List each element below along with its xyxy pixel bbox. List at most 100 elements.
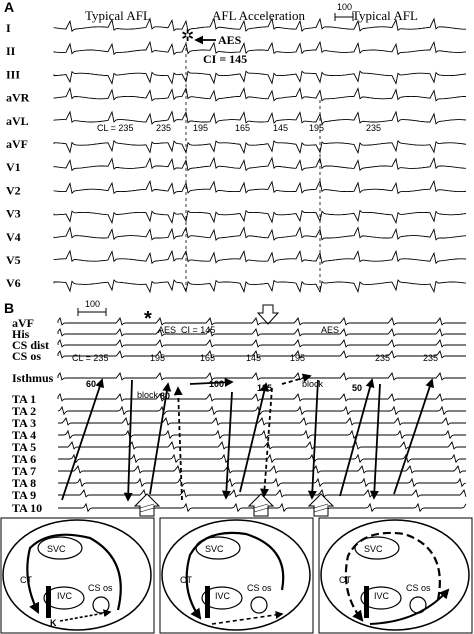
- cs-os-label-3: CS os: [406, 583, 431, 593]
- conduction-arrow-1: [123, 379, 133, 502]
- cl-a-4: 145: [273, 123, 288, 133]
- crista-bar-3: [364, 586, 369, 618]
- cl-b-5: 235: [375, 353, 390, 363]
- cl-a-2: 195: [193, 123, 208, 133]
- conduction-arrow-9: [307, 379, 319, 500]
- block-label-2: block: [302, 379, 324, 389]
- panel-b-cycle-lengths: CL = 235 195 165 145 195 235 235: [72, 353, 438, 363]
- trace-b-7: [58, 416, 466, 426]
- cl-b-6: 235: [423, 353, 438, 363]
- lead-label-a-7: V2: [6, 183, 21, 197]
- trace-a-6: [53, 156, 467, 172]
- atrium-diagram-3: SVC CT IVC CS os: [318, 517, 473, 634]
- trace-a-0: [53, 17, 466, 33]
- panel-b-label: B: [4, 300, 14, 316]
- lead-label-b-11: TA 7: [12, 464, 36, 478]
- trace-a-10: [53, 249, 467, 265]
- ct-label-1: CT: [20, 575, 32, 585]
- ivc-label-2: IVC: [215, 591, 231, 601]
- trace-a-9: [53, 226, 467, 241]
- ivc-label-3: IVC: [374, 591, 390, 601]
- conduction-time-0: 60: [86, 379, 96, 389]
- k-label-1: K: [50, 618, 57, 628]
- lead-label-b-9: TA 5: [12, 440, 36, 454]
- lead-label-a-10: V5: [6, 253, 21, 267]
- lead-label-b-4: Isthmus: [12, 371, 54, 385]
- aes-star-a: ✲: [181, 26, 194, 45]
- conduction-time-2: 100: [209, 379, 224, 389]
- trace-a-8: [53, 209, 467, 225]
- block-label-1: block: [137, 390, 159, 400]
- title-afl-acceleration: AFL Acceleration: [212, 8, 306, 23]
- trace-a-1: [53, 40, 467, 56]
- trace-b-3: [57, 349, 466, 359]
- conduction-time-3: 125: [257, 383, 272, 393]
- cl-b-4: 195: [290, 353, 305, 363]
- cs-os-label-2: CS os: [247, 583, 272, 593]
- cl-a-3: 165: [235, 123, 250, 133]
- lead-label-a-0: I: [6, 21, 11, 35]
- lead-label-b-0: aVF: [12, 316, 34, 330]
- aes-annotation-a: ✲ AES CI = 145: [181, 26, 247, 66]
- conduction-arrow-8: [281, 373, 312, 385]
- aes-star-b: *: [144, 308, 152, 330]
- lead-label-b-1: His: [12, 327, 30, 341]
- panel-b-conduction-labels: 60 80 100 125 50 block block: [86, 379, 362, 401]
- trace-b-12: [58, 477, 467, 488]
- trace-b-8: [58, 429, 466, 440]
- cl-a-5: 195: [309, 123, 324, 133]
- lead-label-b-8: TA 4: [12, 428, 36, 442]
- crista-bar-2: [205, 586, 210, 618]
- lead-label-b-13: TA 9: [12, 488, 36, 502]
- svc-label-3: SVC: [364, 544, 383, 554]
- trace-a-11: [53, 279, 467, 294]
- panel-b-traces: [57, 316, 467, 513]
- svc-label-2: SVC: [205, 544, 224, 554]
- conduction-time-1: 80: [160, 391, 170, 401]
- aes-label-b: AES: [158, 325, 176, 335]
- cl-b-1: 195: [150, 353, 165, 363]
- trace-a-2: [53, 70, 467, 85]
- trace-a-3: [53, 87, 467, 102]
- down-arrow-icon: [256, 304, 280, 325]
- atrium-diagram-1: SVC CT IVC CS os K: [0, 517, 155, 634]
- lead-label-b-2: CS dist: [12, 338, 49, 352]
- lead-label-a-2: III: [6, 67, 20, 81]
- crista-bar-1: [46, 586, 51, 618]
- conduction-arrow-3: [173, 386, 183, 501]
- trace-b-9: [58, 440, 466, 450]
- lead-label-b-5: TA 1: [12, 392, 36, 406]
- ci-label-a: CI = 145: [203, 52, 247, 66]
- trace-b-2: [57, 338, 466, 348]
- lead-label-b-6: TA 2: [12, 404, 36, 418]
- cl-a-1: 235: [156, 123, 171, 133]
- panel-b-conduction-arrows: [61, 373, 434, 502]
- conduction-time-4: 50: [352, 383, 362, 393]
- cl-b-2: 165: [200, 353, 215, 363]
- lead-label-a-5: aVF: [6, 137, 28, 151]
- scale-bar-a-value: 100: [337, 2, 352, 12]
- lead-label-b-12: TA 8: [12, 476, 36, 490]
- trace-b-6: [57, 405, 466, 416]
- cl-a-6: 235: [366, 123, 381, 133]
- atrium-diagram-2: SVC CT IVC CS os: [159, 517, 314, 634]
- panel-a-traces: [53, 17, 467, 294]
- cl-a-0: CL = 235: [97, 123, 133, 133]
- cl-b-3: 145: [246, 353, 261, 363]
- lead-label-a-9: V4: [6, 230, 21, 244]
- lead-label-b-10: TA 6: [12, 452, 36, 466]
- cs-os-label-1: CS os: [88, 583, 113, 593]
- trace-a-4: [53, 110, 467, 125]
- lead-label-a-11: V6: [6, 276, 21, 290]
- trace-b-5: [57, 392, 466, 402]
- scale-bar-b: 100: [77, 299, 107, 316]
- title-typical-afl-right: Typical AFL: [352, 8, 418, 23]
- conduction-arrow-0: [61, 378, 104, 501]
- trace-b-10: [58, 453, 466, 464]
- aes-label-b2: AES: [321, 325, 339, 335]
- panel-a-label: A: [4, 0, 14, 15]
- trace-b-0: [57, 316, 466, 326]
- conduction-arrow-11: [369, 383, 381, 500]
